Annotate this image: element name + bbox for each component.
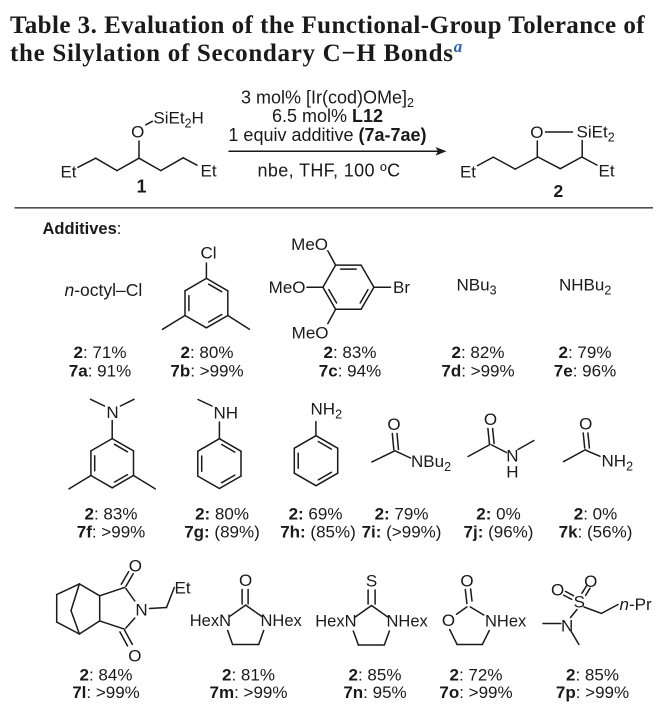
svg-text:2: 85%: 2: 85% xyxy=(349,666,402,685)
svg-text:7b: >99%: 7b: >99% xyxy=(170,362,243,381)
svg-text:2: 2 xyxy=(554,181,564,201)
svg-text:O: O xyxy=(131,122,144,141)
svg-text:nbe, THF, 100 ºC: nbe, THF, 100 ºC xyxy=(258,161,401,181)
svg-text:O: O xyxy=(387,415,400,434)
svg-text:2: 82%: 2: 82% xyxy=(452,343,505,362)
svg-text:2: 79%: 2: 79% xyxy=(375,505,429,524)
svg-text:N: N xyxy=(135,601,147,620)
svg-text:7f: >99%: 7f: >99% xyxy=(77,523,146,542)
svg-text:3 mol% [Ir(cod)OMe]2: 3 mol% [Ir(cod)OMe]2 xyxy=(241,88,414,111)
svg-text:2: 85%: 2: 85% xyxy=(566,666,619,685)
svg-text:7j: (96%): 7j: (96%) xyxy=(464,523,534,542)
svg-text:2: 84%: 2: 84% xyxy=(80,666,133,685)
svg-text:7k: (56%): 7k: (56%) xyxy=(559,523,633,542)
svg-text:NH2: NH2 xyxy=(311,400,343,422)
svg-text:O: O xyxy=(484,410,497,429)
svg-text:7o: >99%: 7o: >99% xyxy=(439,683,512,702)
svg-text:NH2: NH2 xyxy=(602,452,634,474)
svg-text:NHex: NHex xyxy=(485,613,527,631)
svg-text:O: O xyxy=(530,123,543,142)
svg-text:S: S xyxy=(574,593,585,612)
svg-text:2: 0%: 2: 0% xyxy=(574,505,618,524)
svg-text:Cl: Cl xyxy=(200,244,216,263)
svg-text:NH: NH xyxy=(214,404,239,423)
svg-text:7m: >99%: 7m: >99% xyxy=(210,683,288,702)
svg-text:7e: 96%: 7e: 96% xyxy=(554,362,616,381)
svg-text:n-octyl–Cl: n-octyl–Cl xyxy=(65,280,143,300)
svg-text:1: 1 xyxy=(136,176,146,196)
svg-text:N: N xyxy=(506,447,518,466)
svg-text:O: O xyxy=(129,557,142,576)
svg-text:Additives:: Additives: xyxy=(43,220,122,238)
svg-text:O: O xyxy=(239,571,252,590)
svg-text:HexN: HexN xyxy=(190,612,231,630)
svg-text:7d: >99%: 7d: >99% xyxy=(441,362,514,381)
svg-text:Br: Br xyxy=(393,278,410,297)
svg-text:SiEt2: SiEt2 xyxy=(577,123,615,145)
svg-text:Et: Et xyxy=(201,162,217,181)
svg-text:7l: >99%: 7l: >99% xyxy=(72,683,140,702)
svg-text:2: 81%: 2: 81% xyxy=(222,666,275,685)
svg-text:O: O xyxy=(460,572,473,591)
svg-text:2: 80%: 2: 80% xyxy=(195,505,249,524)
svg-text:MeO: MeO xyxy=(292,324,329,343)
svg-text:Et: Et xyxy=(175,579,191,598)
svg-text:O: O xyxy=(551,581,564,600)
svg-text:7n: 95%: 7n: 95% xyxy=(343,683,406,702)
svg-text:6.5 mol% L12: 6.5 mol% L12 xyxy=(272,106,383,126)
svg-text:O: O xyxy=(584,572,597,591)
svg-text:Et: Et xyxy=(599,162,615,181)
svg-text:NHex: NHex xyxy=(261,612,303,630)
svg-text:O: O xyxy=(579,415,592,434)
svg-text:NBu2: NBu2 xyxy=(411,452,451,474)
svg-text:7h: (85%): 7h: (85%) xyxy=(280,523,356,542)
svg-text:2: 69%: 2: 69% xyxy=(289,505,343,524)
svg-text:7c: 94%: 7c: 94% xyxy=(319,362,381,381)
svg-text:MeO: MeO xyxy=(269,278,306,297)
svg-text:HexN: HexN xyxy=(315,613,356,631)
svg-text:7g: (89%): 7g: (89%) xyxy=(184,523,260,542)
svg-text:2: 72%: 2: 72% xyxy=(450,666,503,685)
svg-text:2: 80%: 2: 80% xyxy=(181,343,234,362)
svg-text:Et: Et xyxy=(60,162,76,181)
svg-text:NHBu2: NHBu2 xyxy=(559,276,611,298)
svg-text:1 equiv additive (7a-7ae): 1 equiv additive (7a-7ae) xyxy=(228,125,426,145)
svg-text:O: O xyxy=(442,611,455,630)
svg-text:S: S xyxy=(366,572,377,591)
svg-text:2: 79%: 2: 79% xyxy=(559,343,612,362)
svg-text:N: N xyxy=(561,617,573,636)
svg-text:MeO: MeO xyxy=(291,235,328,254)
svg-text:7a: 91%: 7a: 91% xyxy=(69,362,131,381)
svg-text:2: 83%: 2: 83% xyxy=(324,343,377,362)
svg-text:2: 83%: 2: 83% xyxy=(85,505,138,524)
svg-text:SiEt2H: SiEt2H xyxy=(153,109,203,131)
svg-text:H: H xyxy=(506,463,518,482)
svg-text:2: 0%: 2: 0% xyxy=(476,505,520,524)
svg-text:NHex: NHex xyxy=(387,613,429,631)
svg-text:2: 71%: 2: 71% xyxy=(74,343,127,362)
svg-text:n-Pr: n-Pr xyxy=(620,595,652,614)
svg-text:NBu3: NBu3 xyxy=(457,276,497,298)
svg-text:O: O xyxy=(128,647,141,666)
svg-text:Et: Et xyxy=(460,162,476,181)
svg-text:N: N xyxy=(106,403,118,422)
svg-text:7p: >99%: 7p: >99% xyxy=(556,683,629,702)
svg-text:7i: (>99%): 7i: (>99%) xyxy=(362,523,442,542)
